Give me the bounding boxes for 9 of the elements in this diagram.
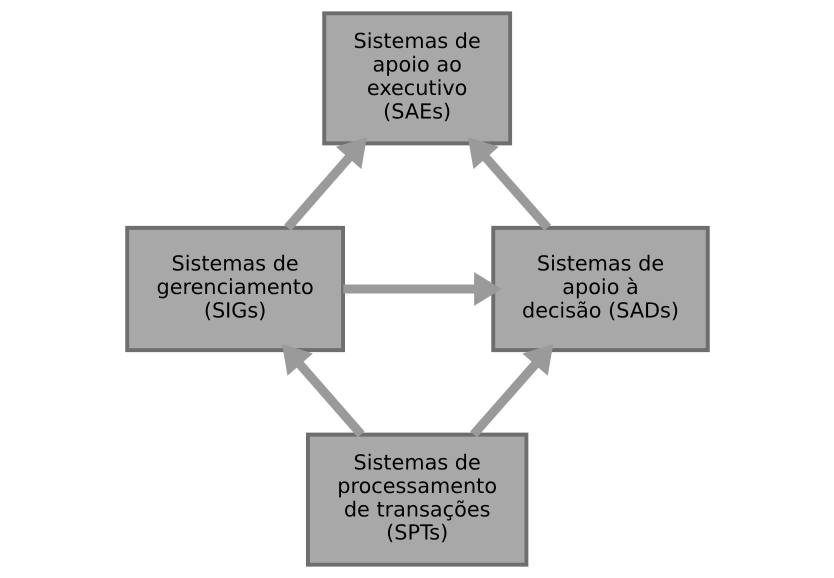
arrow (284, 137, 366, 231)
arrow (342, 272, 502, 306)
arrow (282, 344, 364, 438)
arrow (467, 137, 551, 231)
node-box: Sistemas de apoio ao executivo (SAEs) (322, 11, 512, 146)
arrow (470, 344, 553, 438)
node-box: Sistemas de processamento de transações (SPTs) (306, 432, 528, 567)
node-box: Sistemas de apoio à decisão (SADs) (490, 226, 710, 352)
node-box: Sistemas de gerenciamento (SIGs) (124, 226, 344, 352)
